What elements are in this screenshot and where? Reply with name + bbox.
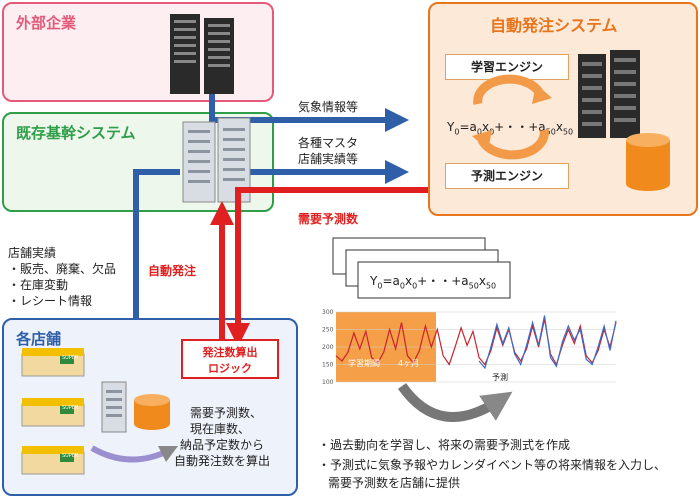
learning-engine-label: 学習エンジン: [445, 54, 569, 80]
store-server-icon: [101, 381, 127, 433]
weather-label: 気象情報等: [298, 100, 359, 114]
chart-y-tick: 300: [322, 309, 334, 316]
bullet-1: ・過去動向を学習し、将来の需要予測式を作成: [318, 438, 571, 452]
demand-forecast-label: 需要予測数: [298, 212, 359, 226]
store-results-title: 店舗実績: [8, 246, 57, 260]
cycle-arrows-icon: [472, 74, 552, 160]
store-sign-1: SUPER: [62, 355, 79, 361]
store-results-item-2: ・在庫変動: [8, 278, 69, 292]
chart-learning-label: 学習期間: [348, 359, 380, 368]
logic-line1: 発注数算出: [202, 346, 258, 359]
auto-order-label: 自動発注: [148, 264, 197, 278]
auto-server-icon: [578, 50, 640, 138]
store-flow-arrow: [90, 445, 179, 463]
masters-label-line1: 各種マスタ: [298, 136, 359, 150]
forecast-engine-label: 予測エンジン: [445, 163, 569, 189]
store-sign-2: SUPER: [62, 405, 79, 411]
blue-flow-lines: [133, 94, 409, 320]
masters-label-line2: 店舗実績等: [298, 152, 359, 166]
external-server-icon: [170, 14, 234, 94]
chart-y-tick: 200: [322, 344, 334, 351]
calc-desc-1: 需要予測数、: [190, 406, 263, 420]
external-company-title: 外部企業: [16, 14, 77, 32]
chart-forecast-label: 予測: [492, 373, 508, 382]
calc-desc-3: 納品予定数から: [180, 438, 265, 452]
calc-desc-2: 現在庫数、: [190, 422, 251, 436]
store-building-icon: [21, 348, 85, 475]
chart-series-line-1: [335, 318, 617, 367]
calc-desc-4: 自動発注数を算出: [174, 454, 271, 468]
store-sign-3: SUPER: [62, 453, 79, 459]
bullet-3: 需要予測数を店舗に提供: [328, 476, 461, 490]
order-logic-box: [181, 339, 279, 379]
auto-database-icon: [626, 133, 670, 191]
logic-line2: ロジック: [208, 362, 252, 375]
chart: 300 250 200 150 100: [322, 309, 617, 386]
core-system-title: 既存基幹システム: [16, 124, 136, 142]
chart-y-tick: 250: [322, 327, 334, 334]
chart-y-tick: 100: [322, 379, 334, 386]
chart-series-line-2: [478, 315, 617, 370]
store-results-item-1: ・販売、廃棄、欠品: [8, 262, 117, 276]
chart-y-tick: 150: [322, 362, 334, 369]
store-database-icon: [134, 394, 170, 430]
chart-period-label: 4ヶ月: [398, 359, 420, 368]
formula-card-stack: [332, 237, 511, 299]
stores-title: 各店舗: [16, 330, 62, 348]
forecast-curve-arrow: [397, 383, 513, 423]
red-flow-lines: [210, 187, 428, 347]
auto-order-system-title: 自動発注システム: [490, 16, 618, 35]
bullet-2: ・予測式に気象予報やカレンダイベント等の将来情報を入力し、: [318, 458, 667, 472]
store-results-item-3: ・レシート情報: [8, 294, 93, 308]
formula-card: Y0=a0x0+・・+a50x50: [370, 274, 497, 291]
